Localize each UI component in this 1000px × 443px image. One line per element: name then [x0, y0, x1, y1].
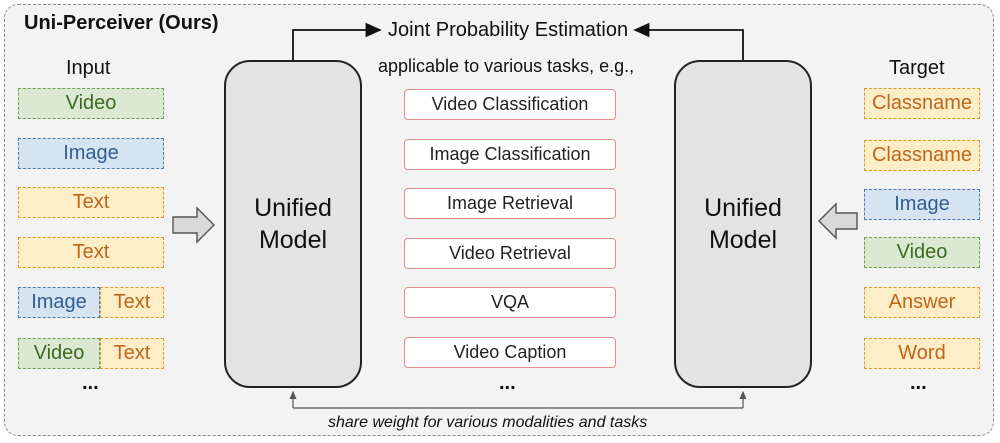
target-heading: Target	[889, 57, 945, 79]
diagram-title: Uni-Perceiver (Ours)	[24, 12, 219, 34]
tasks-ellipsis: ...	[499, 372, 516, 394]
left-model-line1: Unified	[254, 194, 332, 222]
target-video-box: Video	[864, 237, 980, 268]
input-video-box: Video	[18, 88, 164, 119]
right-to-joint-arrow	[633, 22, 744, 60]
input-to-model-arrow	[172, 206, 215, 244]
input-pair-text-box: Text	[100, 287, 164, 318]
task-image-classification: Image Classification	[404, 139, 616, 170]
input-text-box: Text	[18, 237, 164, 268]
input-pair-text-box: Text	[100, 338, 164, 369]
target-classname-box: Classname	[864, 88, 980, 119]
input-image-box: Image	[18, 138, 164, 169]
left-unified-model: Unified Model	[224, 60, 362, 388]
target-classname-box: Classname	[864, 140, 980, 171]
target-to-model-arrow	[818, 202, 858, 240]
right-unified-model: Unified Model	[674, 60, 812, 388]
target-word-box: Word	[864, 338, 980, 369]
input-ellipsis: ...	[82, 372, 99, 394]
left-model-line2: Model	[258, 226, 328, 254]
input-text-box: Text	[18, 187, 164, 218]
left-to-joint-arrow	[292, 22, 382, 60]
share-weight-label: share weight for various modalities and …	[328, 414, 648, 431]
task-video-caption: Video Caption	[404, 337, 616, 368]
right-model-line1: Unified	[704, 194, 782, 222]
input-pair-video-box: Video	[18, 338, 100, 369]
input-pair-image-box: Image	[18, 287, 100, 318]
task-image-retrieval: Image Retrieval	[404, 188, 616, 219]
task-video-retrieval: Video Retrieval	[404, 238, 616, 269]
target-answer-box: Answer	[864, 287, 980, 318]
tasks-intro-label: applicable to various tasks, e.g.,	[378, 56, 635, 76]
task-vqa: VQA	[404, 287, 616, 318]
task-video-classification: Video Classification	[404, 89, 616, 120]
target-image-box: Image	[864, 189, 980, 220]
right-model-line2: Model	[708, 226, 778, 254]
joint-probability-label: Joint Probability Estimation	[388, 19, 629, 41]
target-ellipsis: ...	[910, 372, 927, 394]
input-heading: Input	[66, 57, 111, 79]
